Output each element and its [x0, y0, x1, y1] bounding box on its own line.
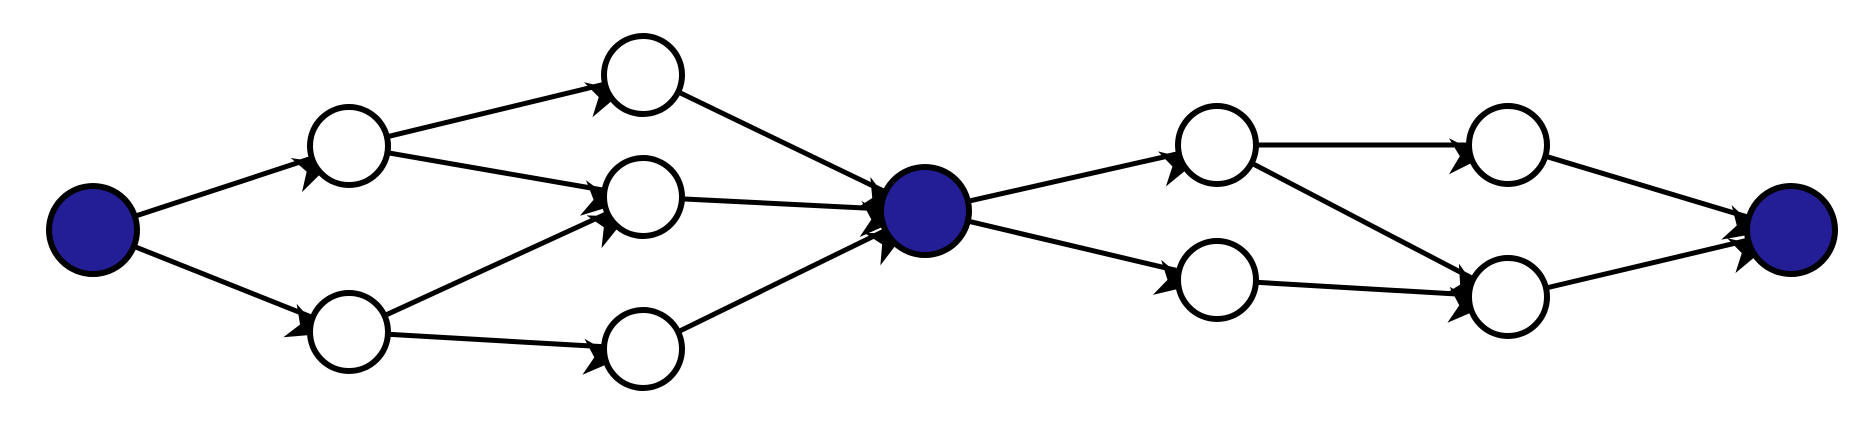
edge-n9-to-n11	[1253, 279, 1485, 323]
node-n3	[307, 290, 391, 374]
node-n11	[1466, 255, 1550, 339]
node-n5	[601, 155, 685, 239]
node-n4	[601, 33, 685, 117]
edge-n5-to-n7	[679, 196, 897, 237]
node-n8	[1175, 103, 1259, 187]
edge-n3-to-n5	[381, 211, 627, 319]
edge-n4-to-n7	[675, 89, 895, 210]
edge-n2-to-n5	[384, 150, 619, 216]
edge-n7-to-n8	[965, 151, 1198, 204]
nodes-layer	[46, 33, 1838, 391]
edge-n6-to-n7	[675, 228, 905, 335]
edge-n1-to-n3	[131, 243, 324, 338]
node-n7-highlighted	[878, 164, 972, 258]
node-n9	[1175, 238, 1259, 322]
edge-n11-to-n12	[1543, 238, 1767, 291]
edges-layer	[131, 82, 1767, 375]
node-n6	[601, 307, 685, 391]
edge-n10-to-n12	[1542, 153, 1761, 240]
node-n1-highlighted	[46, 183, 140, 277]
edge-n7-to-n9	[965, 218, 1193, 295]
edge-n8-to-n11	[1249, 160, 1483, 297]
edge-n3-to-n6	[385, 331, 620, 375]
node-n12-highlighted	[1744, 183, 1838, 277]
edge-n1-to-n2	[132, 156, 331, 219]
node-n10	[1466, 103, 1550, 187]
node-n2	[307, 104, 391, 188]
edge-n2-to-n4	[384, 82, 624, 140]
